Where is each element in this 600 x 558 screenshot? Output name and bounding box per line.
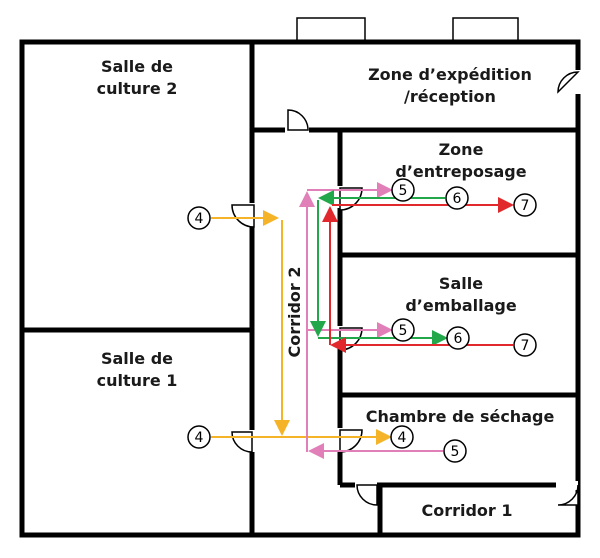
marker-7: 7: [513, 333, 537, 357]
marker-5: 5: [391, 178, 415, 202]
marker-7: 7: [513, 193, 537, 217]
marker-4: 4: [187, 206, 211, 230]
room-label-expedition: /réception: [404, 87, 496, 106]
marker-6: 6: [446, 326, 470, 350]
marker-label: 4: [195, 430, 204, 446]
marker-4: 4: [187, 425, 211, 449]
marker-label: 5: [451, 444, 460, 460]
room-label-culture2: culture 2: [97, 79, 178, 98]
marker-label: 6: [454, 331, 463, 347]
room-label-culture1: Salle de: [101, 349, 173, 368]
marker-label: 4: [398, 430, 407, 446]
window: [296, 17, 366, 43]
room-label-sechage: Chambre de séchage: [366, 407, 555, 426]
window: [452, 17, 519, 43]
step-markers: 4 4 4 5 5 5 6 6 7 7: [187, 178, 537, 463]
marker-label: 7: [521, 338, 530, 354]
marker-label: 5: [399, 323, 408, 339]
room-label-emballage: Salle: [439, 274, 483, 293]
marker-4: 4: [390, 425, 414, 449]
marker-6: 6: [445, 186, 469, 210]
room-label-culture2: Salle de: [101, 57, 173, 76]
room-label-culture1: culture 1: [97, 371, 178, 390]
room-label-entreposage: d’entreposage: [395, 162, 526, 181]
routes: [211, 182, 514, 459]
marker-5: 5: [391, 318, 415, 342]
marker-label: 4: [195, 211, 204, 227]
room-label-corridor1: Corridor 1: [421, 501, 512, 520]
room-label-entreposage: Zone: [439, 140, 484, 159]
room-label-expedition: Zone d’expédition: [368, 65, 532, 84]
marker-5: 5: [443, 439, 467, 463]
room-label-emballage: d’emballage: [405, 296, 517, 315]
marker-label: 7: [521, 198, 530, 214]
marker-label: 6: [453, 191, 462, 207]
marker-label: 5: [399, 183, 408, 199]
room-label-corridor2: Corridor 2: [285, 266, 304, 357]
